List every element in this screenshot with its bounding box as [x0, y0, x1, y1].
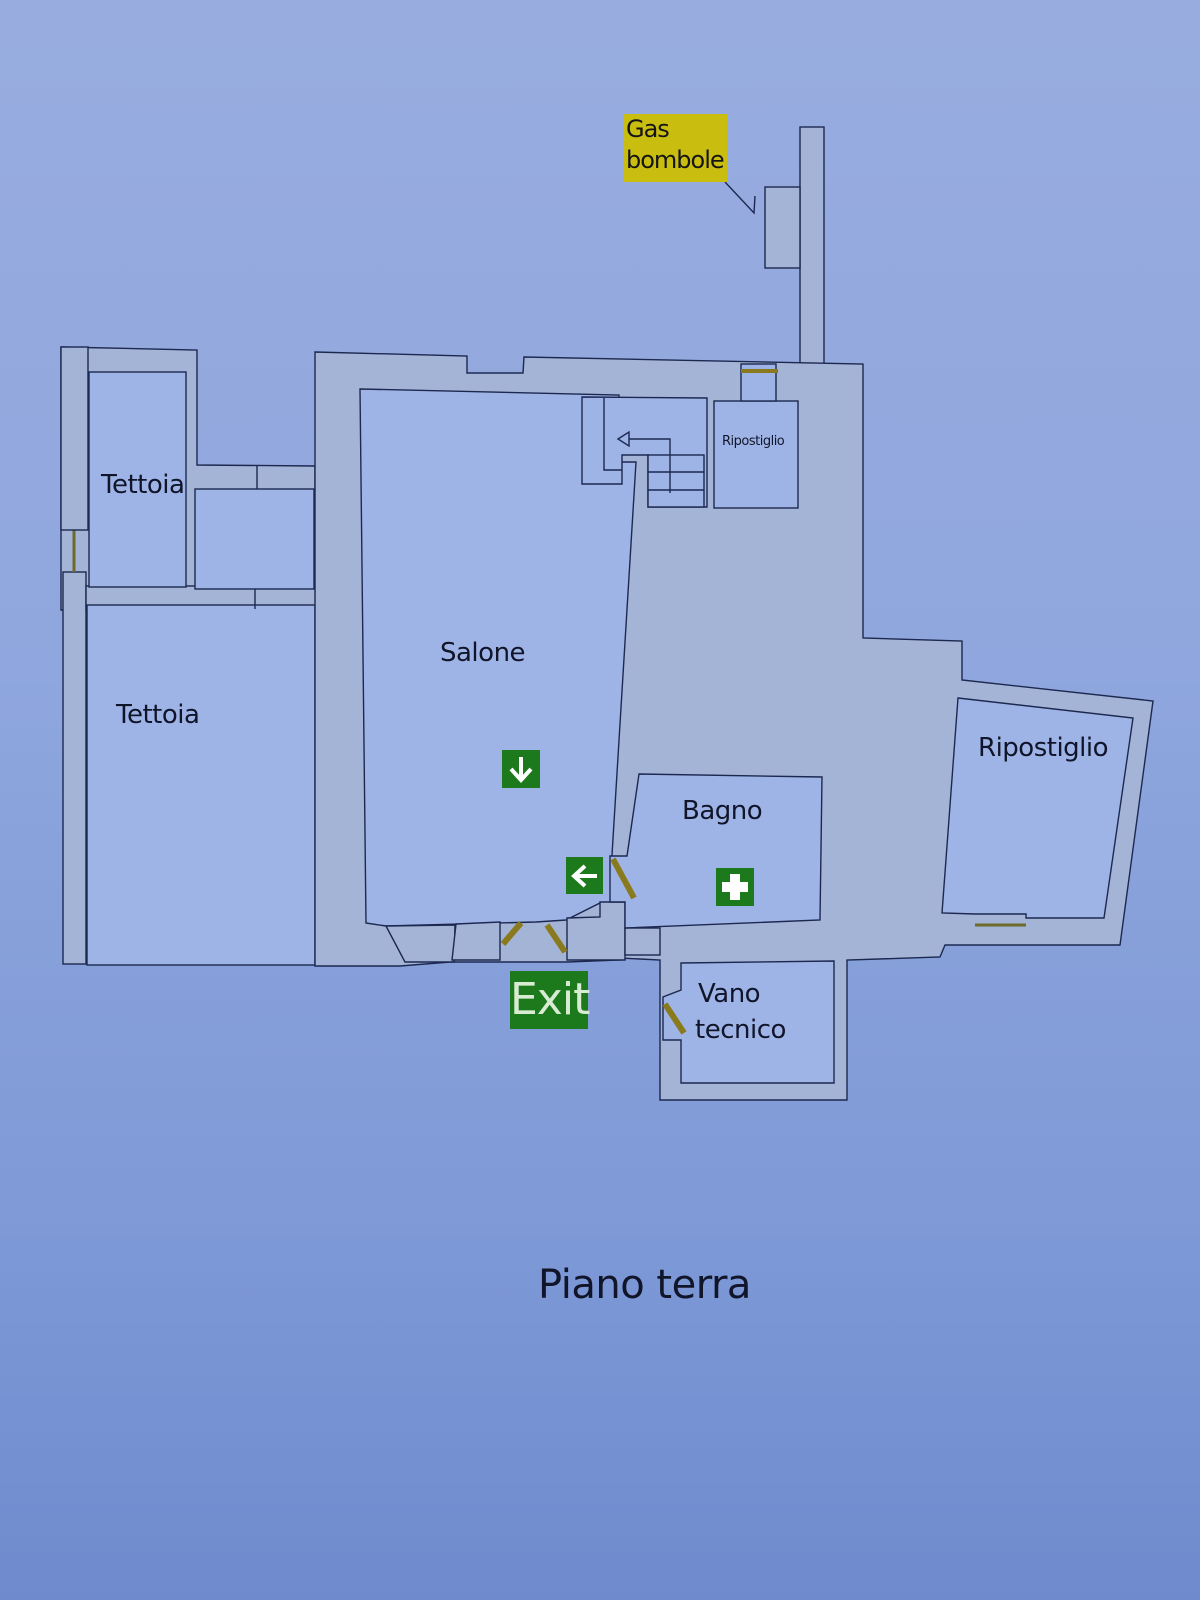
bagno-room: [609, 773, 823, 929]
room-label-bagno: Bagno: [682, 796, 763, 826]
room-label-ripostiglio-large: Ripostiglio: [978, 733, 1109, 763]
gas-leader-line: [724, 181, 756, 215]
arrow-left-icon: [566, 857, 603, 894]
gas-bombole-box: [764, 186, 801, 269]
tettoia-small-room: [194, 488, 315, 590]
vano-tecnico-room: [662, 960, 835, 1084]
first-aid-cross-icon: [716, 868, 754, 906]
arrow-left-glyph: [570, 864, 597, 887]
room-label-tettoia-lower: Tettoia: [116, 700, 200, 730]
exit-sign: Exit: [510, 971, 590, 1029]
room-label-salone: Salone: [440, 638, 526, 668]
first-aid-cross-glyph: [722, 874, 748, 900]
ripostiglio-small-room: [713, 400, 799, 509]
stair-inner-line: [603, 398, 622, 471]
room-label-tecnico: tecnico: [695, 1015, 786, 1045]
salone-bottom-wall-mid: [451, 921, 501, 961]
exit-door-right: [544, 923, 568, 954]
tettoia-lower-left-wall: [62, 571, 87, 965]
arrow-down-glyph: [509, 757, 533, 783]
gas-label-line2: bombole: [626, 146, 725, 174]
exit-connector-wall: [624, 927, 661, 956]
ripostiglio-large-room: [941, 697, 1134, 919]
tettoia-left-wall-upper: [60, 346, 89, 531]
stair-arrow-head: [616, 430, 630, 448]
stair-steps: [647, 454, 705, 508]
floor-title: Piano terra: [538, 1262, 751, 1308]
gas-wall-column: [799, 126, 825, 366]
arrow-down-icon: [502, 750, 540, 788]
room-label-vano: Vano: [698, 979, 761, 1009]
tettoia-lower-room: [86, 604, 316, 966]
room-label-ripostiglio-small: Ripostiglio: [722, 434, 785, 449]
salone-bagno-door: [610, 857, 637, 900]
gas-bombole-tag: Gas bombole: [624, 114, 727, 182]
tettoia-upper-room: [88, 371, 187, 588]
gas-label-line1: Gas: [626, 115, 670, 143]
exit-door-left: [500, 921, 524, 946]
vano-tecnico-door: [662, 1002, 687, 1035]
salone-bottom-wall-left: [384, 924, 456, 963]
stair-direction-arrow-icon: [628, 438, 671, 493]
room-label-tettoia-upper: Tettoia: [101, 470, 185, 500]
